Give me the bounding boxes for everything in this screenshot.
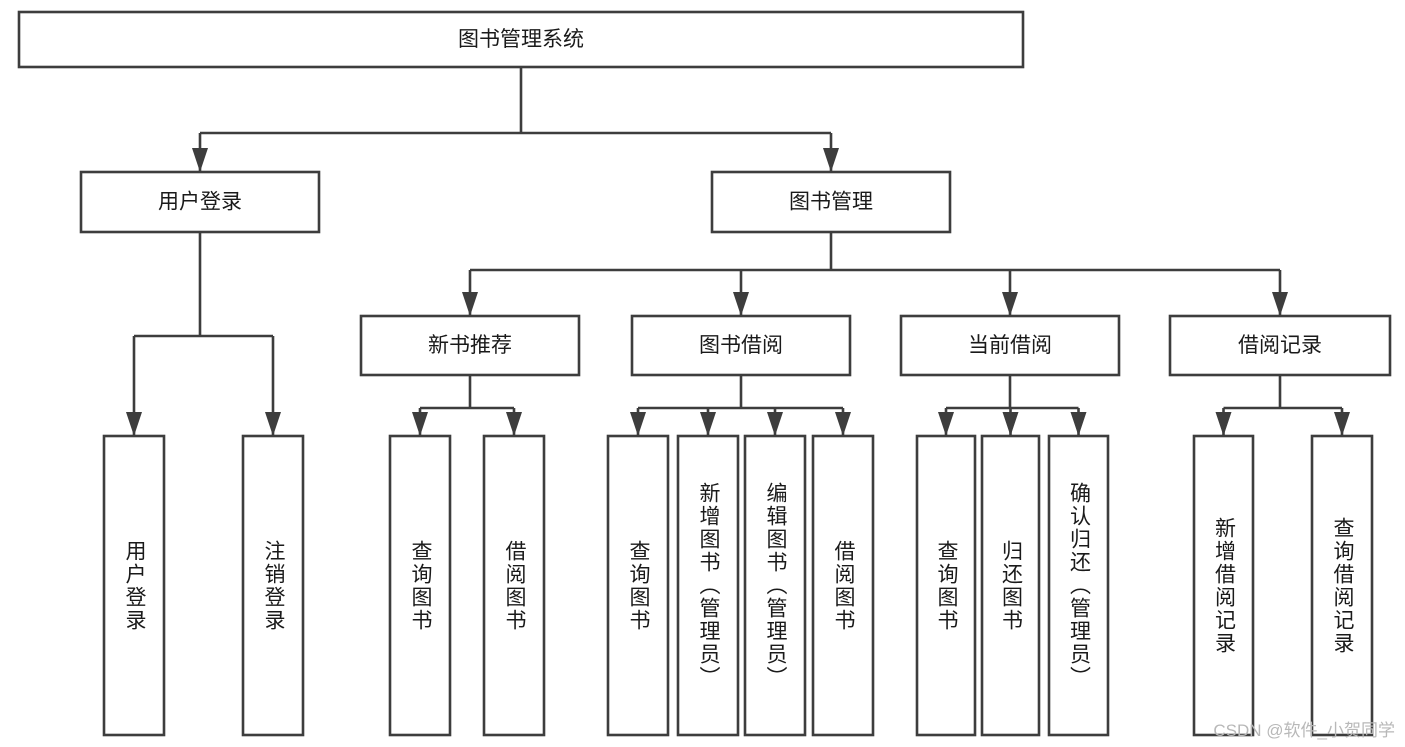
node-label-n-book-mgmt: 图书管理 — [789, 191, 873, 214]
node-box-n-user-login[interactable] — [79, 170, 321, 234]
arrow-head-icon — [265, 412, 281, 436]
node-box-l-user-login[interactable] — [102, 434, 166, 737]
arrow-head-icon — [835, 412, 851, 436]
arrow-head-icon — [462, 292, 478, 316]
arrow-head-icon — [767, 412, 783, 436]
arrow-head-icon — [1215, 412, 1232, 436]
node-box-l-return-book[interactable] — [980, 434, 1041, 737]
arrow-head-icon — [1272, 292, 1288, 316]
node-label-n-records: 借阅记录 — [1238, 334, 1322, 357]
node-box-l-logout[interactable] — [241, 434, 305, 737]
node-box-n-current[interactable] — [899, 314, 1121, 377]
arrow-head-icon — [1070, 412, 1087, 436]
arrow-head-icon — [700, 412, 716, 436]
watermark-text: CSDN @软件_小贺同学 — [1213, 721, 1395, 740]
node-label-n-user-login: 用户登录 — [158, 191, 242, 214]
node-box-l-query-book-b[interactable] — [606, 434, 670, 737]
node-label-n-new-books: 新书推荐 — [428, 334, 512, 357]
node-box-l-edit-book[interactable] — [743, 434, 807, 737]
node-box-l-add-book[interactable] — [676, 434, 740, 737]
node-box-n-new-books[interactable] — [359, 314, 581, 377]
node-box-root[interactable] — [17, 10, 1025, 69]
arrow-head-icon — [506, 412, 522, 436]
node-box-l-confirm-return[interactable] — [1047, 434, 1110, 737]
node-box-l-add-record[interactable] — [1192, 434, 1255, 737]
node-label-n-borrow: 图书借阅 — [699, 334, 783, 357]
node-box-n-records[interactable] — [1168, 314, 1392, 377]
node-box-l-query-book-a[interactable] — [388, 434, 452, 737]
node-box-n-book-mgmt[interactable] — [710, 170, 952, 234]
node-box-l-query-book-c[interactable] — [915, 434, 977, 737]
node-label-n-current: 当前借阅 — [968, 334, 1052, 357]
node-box-l-query-record[interactable] — [1310, 434, 1374, 737]
arrow-head-icon — [412, 412, 428, 436]
arrow-head-icon — [938, 412, 954, 436]
arrow-head-icon — [126, 412, 142, 436]
arrow-head-icon — [630, 412, 646, 436]
node-box-n-borrow[interactable] — [630, 314, 852, 377]
node-box-l-borrow-book-a[interactable] — [482, 434, 546, 737]
node-label-root: 图书管理系统 — [458, 28, 584, 51]
arrow-head-icon — [823, 148, 839, 172]
arrow-head-icon — [1334, 412, 1350, 436]
node-box-l-borrow-book-b[interactable] — [811, 434, 875, 737]
arrow-head-icon — [1002, 412, 1019, 436]
arrow-head-icon — [192, 148, 208, 172]
arrow-head-icon — [733, 292, 749, 316]
arrow-head-icon — [1002, 292, 1018, 316]
edge-layer — [126, 67, 1350, 436]
